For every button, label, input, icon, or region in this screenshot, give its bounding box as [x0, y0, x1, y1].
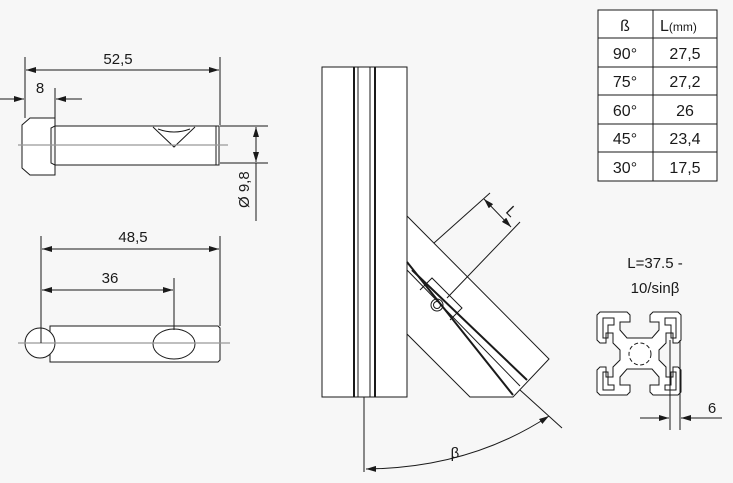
pin-side-view: 52,5 8 Ø 9,8	[0, 51, 268, 221]
header-L: L(mm)	[660, 18, 697, 35]
formula-line1: L=37.5 -	[627, 255, 682, 272]
dim-hole-distance: 36	[102, 270, 119, 287]
header-beta: ß	[620, 18, 630, 35]
cell-beta: 45°	[613, 131, 637, 148]
dim-L: L	[502, 203, 520, 221]
dim-pin2-length: 48,5	[118, 229, 147, 246]
cell-beta: 60°	[613, 103, 637, 120]
cell-L: 26	[676, 103, 694, 120]
cell-L: 27,5	[669, 46, 700, 63]
angled-connection-assembly: L β	[321, 66, 563, 472]
cell-L: 27,2	[669, 74, 700, 91]
pin-top-view: 48,5 36	[18, 229, 230, 363]
cell-L: 17,5	[669, 160, 700, 177]
cell-L: 23,4	[669, 131, 700, 148]
dim-pin-length: 52,5	[103, 51, 132, 68]
dim-diameter: Ø 9,8	[236, 171, 253, 208]
cell-beta: 90°	[613, 46, 637, 63]
dim-beta: β	[451, 445, 460, 462]
dim-profile-slot: 6	[708, 400, 716, 417]
angle-length-table: ß L(mm) 90° 27,5 75° 27,2 60° 26 45° 23,…	[597, 9, 718, 182]
formula-line2: 10/sinβ	[631, 280, 680, 297]
dim-head-length: 8	[36, 80, 44, 97]
cell-beta: 75°	[613, 74, 637, 91]
profile-cross-section: 6	[596, 311, 722, 430]
cell-beta: 30°	[613, 160, 637, 177]
